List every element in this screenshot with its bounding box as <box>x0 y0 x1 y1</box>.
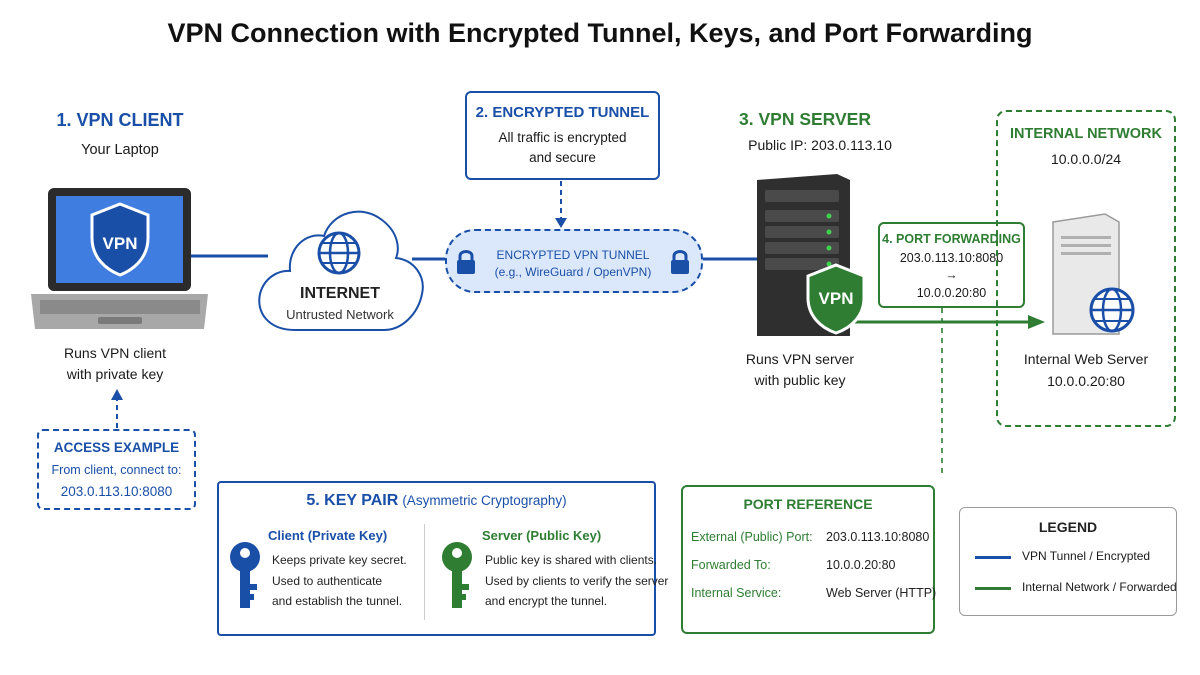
server-shield-icon <box>806 263 866 335</box>
port-reference-row-2-label: Forwarded To: <box>691 558 771 572</box>
public-key-icon <box>442 542 472 608</box>
server-key-title: Server (Public Key) <box>482 528 602 543</box>
server-key-line-3: and encrypt the tunnel. <box>485 594 608 608</box>
port-forwarding-target: 10.0.0.20:80 <box>916 286 987 300</box>
internal-network-subnet: 10.0.0.0/24 <box>1050 151 1122 167</box>
legend-heading: LEGEND <box>1038 519 1098 535</box>
legend-panel <box>959 507 1177 616</box>
globe-icon <box>317 231 361 275</box>
legend-label-vpn-tunnel: VPN Tunnel / Encrypted <box>1022 549 1151 563</box>
web-globe-icon <box>1089 287 1135 333</box>
port-reference-row-1-label: External (Public) Port: <box>691 530 813 544</box>
access-example-arrowhead <box>111 389 123 400</box>
internet-cloud-icon <box>258 210 424 331</box>
port-forwarding-box <box>878 222 1025 308</box>
client-heading: 1. VPN CLIENT <box>56 110 184 130</box>
server-shield-label: VPN <box>818 289 854 308</box>
encrypted-tunnel-heading: 2. ENCRYPTED TUNNEL <box>475 104 650 121</box>
client-caption: Runs VPN client with private key <box>10 343 220 385</box>
encrypted-tunnel-line-1: All traffic is encrypted <box>498 130 627 145</box>
tunnel-pipe-subtitle: (e.g., WireGuard / OpenVPN) <box>494 265 652 279</box>
client-key-line-1: Keeps private key secret. <box>272 553 407 567</box>
server-public-ip: Public IP: 203.0.113.10 <box>748 137 892 153</box>
access-example-box <box>37 429 196 510</box>
server-caption-line-2: with public key <box>754 372 846 388</box>
forwarded-traffic-arrowhead <box>1028 315 1045 329</box>
port-reference-row-2-value: 10.0.0.20:80 <box>826 558 896 572</box>
encrypted-tunnel-callout <box>465 91 660 180</box>
internal-network-zone <box>996 110 1176 427</box>
port-reference-row-3-value: Web Server (HTTP) <box>826 586 937 600</box>
laptop-shield-label: VPN <box>102 234 138 253</box>
access-example-line-2: 203.0.113.10:8080 <box>60 484 173 499</box>
access-example-heading: ACCESS EXAMPLE <box>53 440 180 455</box>
legend-label-internal-network: Internal Network / Forwarded <box>1022 580 1177 594</box>
client-caption-line-2: with private key <box>66 366 164 382</box>
laptop-icon <box>31 188 208 329</box>
legend-swatch-vpn-tunnel <box>975 556 1011 559</box>
internal-server-label: Internal Web Server <box>1023 351 1149 367</box>
padlock-icon-left <box>457 250 475 274</box>
internal-network-heading: INTERNAL NETWORK <box>1010 126 1162 142</box>
legend-swatch-internal-network <box>975 587 1011 590</box>
diagram-title: VPN Connection with Encrypted Tunnel, Ke… <box>167 18 1033 48</box>
server-key-line-2: Used by clients to verify the server <box>485 574 669 588</box>
server-heading: 3. VPN SERVER <box>739 109 871 129</box>
key-pair-heading-row: 5. KEY PAIR (Asymmetric Cryptography) <box>217 492 656 510</box>
internet-subtitle: Untrusted Network <box>286 307 394 322</box>
server-caption-line-1: Runs VPN server <box>745 351 855 367</box>
key-pair-panel <box>217 481 656 636</box>
port-forwarding-source: 203.0.113.10:8080 <box>899 251 1004 265</box>
key-pair-divider <box>424 524 425 620</box>
private-key-icon <box>230 542 260 608</box>
port-reference-heading: PORT REFERENCE <box>743 496 873 512</box>
client-key-title: Client (Private Key) <box>268 528 388 543</box>
client-subtitle: Your Laptop <box>81 142 159 158</box>
key-pair-heading: 5. KEY PAIR <box>306 492 399 509</box>
access-example-line-1: From client, connect to: <box>51 463 182 477</box>
client-key-line-3: and establish the tunnel. <box>272 594 403 608</box>
internet-heading: INTERNET <box>300 285 380 302</box>
port-reference-row-1-value: 203.0.113.10:8080 <box>826 530 930 544</box>
port-forwarding-heading: 4. PORT FORWARDING <box>882 232 1021 246</box>
tunnel-callout-arrowhead <box>555 218 567 228</box>
tunnel-pipe-title: ENCRYPTED VPN TUNNEL <box>496 248 650 262</box>
padlock-icon-right <box>671 250 689 274</box>
key-pair-heading-note: (Asymmetric Cryptography) <box>402 493 567 508</box>
encrypted-tunnel-pipe <box>445 229 703 293</box>
server-key-line-1: Public key is shared with clients. <box>485 553 658 567</box>
client-key-line-2: Used to authenticate <box>272 574 383 588</box>
port-forwarding-arrow: → <box>945 268 958 282</box>
port-reference-panel <box>681 485 935 634</box>
internal-server-ip: 10.0.0.20:80 <box>1047 373 1125 389</box>
port-reference-row-3-label: Internal Service: <box>691 586 782 600</box>
client-caption-line-1: Runs VPN client <box>64 345 166 361</box>
encrypted-tunnel-line-2: and secure <box>529 150 596 165</box>
server-caption: Runs VPN server with public key <box>720 349 880 391</box>
